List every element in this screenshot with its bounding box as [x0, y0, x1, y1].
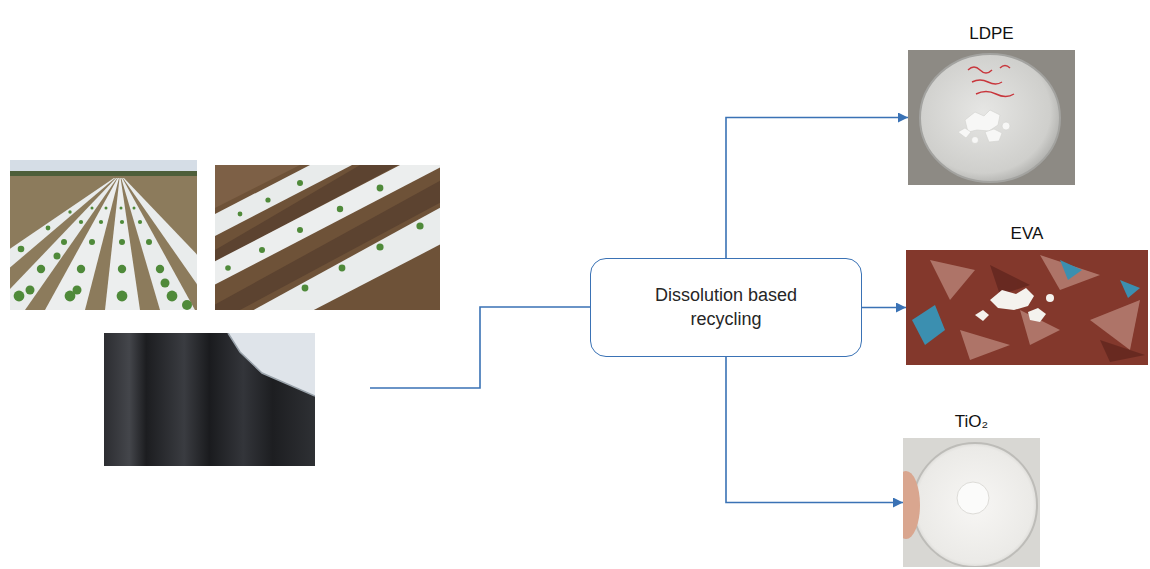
mulch-bed-photo	[215, 165, 440, 310]
product-label: TiO₂	[955, 412, 988, 432]
product-photo: EVA	[906, 250, 1148, 365]
product-photo: TiO₂	[903, 438, 1040, 567]
process-label: Dissolution based recycling	[641, 284, 811, 331]
flow-arrow	[726, 118, 908, 259]
product-label: LDPE	[969, 24, 1013, 44]
flow-arrow	[726, 357, 903, 503]
input-line	[370, 307, 590, 388]
ldpe-photo	[908, 50, 1075, 185]
field-photo	[10, 160, 197, 310]
process-box: Dissolution based recycling	[590, 258, 862, 357]
eva-photo	[906, 250, 1148, 365]
tio2-photo	[903, 438, 1040, 567]
film-photo	[104, 333, 315, 466]
flow-arrow	[862, 307, 906, 309]
product-photo: LDPE	[908, 50, 1075, 185]
product-label: EVA	[1011, 224, 1044, 244]
